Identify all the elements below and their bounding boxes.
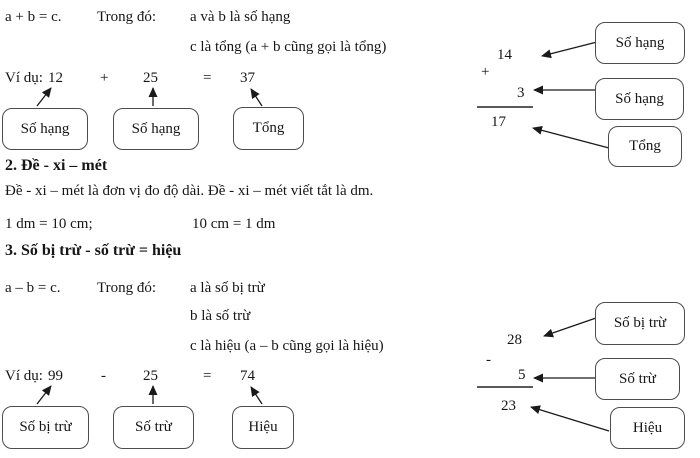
subtraction-example-op: - — [101, 368, 106, 384]
label-box-vsub-minuend: Số bị trừ — [595, 302, 685, 345]
addition-example-a: 12 — [48, 70, 63, 86]
addition-example-label: Ví dụ: — [5, 70, 43, 86]
arrow-vertical-sub-top — [543, 317, 597, 338]
addition-formula: a + b = c. — [5, 9, 62, 25]
decimeter-eq-left: 1 dm = 10 cm; — [5, 216, 93, 232]
label-box-vadd-sum: Tổng — [608, 126, 682, 167]
label-box-sum: Tổng — [233, 107, 304, 150]
decimeter-heading: 2. Đề - xi – mét — [5, 157, 108, 174]
decimeter-eq-right: 10 cm = 1 dm — [192, 216, 276, 232]
vadd-result: 17 — [491, 114, 506, 130]
vadd-bottom: 3 — [517, 85, 525, 101]
label-box-vsub-difference: Hiệu — [610, 407, 685, 449]
label-box-vadd-addend-1: Số hạng — [595, 22, 685, 64]
vadd-op: + — [481, 64, 490, 80]
arrow-minuend-example — [36, 385, 52, 405]
label-box-difference: Hiệu — [232, 406, 294, 449]
subtraction-example-eq: = — [203, 368, 212, 384]
addition-def1: a và b là số hạng — [190, 9, 291, 25]
label-box-addend-1: Số hạng — [2, 108, 88, 150]
arrow-sum-example — [250, 88, 263, 107]
subtraction-def3: c là hiệu (a – b cũng gọi là hiệu) — [190, 338, 384, 354]
addition-example-eq: = — [203, 70, 212, 86]
addition-example-c: 37 — [240, 70, 255, 86]
arrow-vertical-add-top — [541, 41, 598, 59]
subtraction-example-label: Ví dụ: — [5, 368, 43, 384]
arrow-difference-example — [250, 386, 263, 405]
addition-in-which: Trong đó: — [97, 9, 157, 25]
arrow-vertical-sub-diff — [530, 405, 610, 432]
label-box-subtrahend: Số trừ — [113, 406, 194, 449]
decimeter-body: Đề - xi – mét là đơn vị đo độ dài. Đề - … — [5, 183, 374, 199]
vsub-bottom: 5 — [518, 367, 526, 383]
arrow-vertical-add-sum — [532, 125, 610, 149]
vadd-top: 14 — [497, 47, 512, 63]
subtraction-heading: 3. Số bị trừ - số trừ = hiệu — [5, 242, 182, 259]
addition-example-op: + — [100, 70, 109, 86]
subtraction-formula: a – b = c. — [5, 280, 61, 296]
subtraction-def1: a là số bị trừ — [190, 280, 265, 296]
subtraction-in-which: Trong đó: — [97, 280, 157, 296]
addition-example-b: 25 — [143, 70, 158, 86]
label-box-vsub-subtrahend: Số trừ — [595, 358, 680, 400]
subtraction-example-b: 25 — [143, 368, 158, 384]
arrow-addend1-example — [36, 87, 52, 107]
label-box-addend-2: Số hạng — [113, 108, 199, 150]
vsub-result: 23 — [501, 398, 516, 414]
subtraction-example-a: 99 — [48, 368, 63, 384]
subtraction-def2: b là số trừ — [190, 308, 251, 324]
vsub-top: 28 — [507, 332, 522, 348]
label-box-minuend: Số bị trừ — [2, 406, 89, 449]
subtraction-example-c: 74 — [240, 368, 255, 384]
label-box-vadd-addend-2: Số hạng — [595, 78, 684, 120]
vsub-op: - — [486, 352, 491, 368]
addition-def2: c là tổng (a + b cũng gọi là tổng) — [190, 39, 387, 55]
